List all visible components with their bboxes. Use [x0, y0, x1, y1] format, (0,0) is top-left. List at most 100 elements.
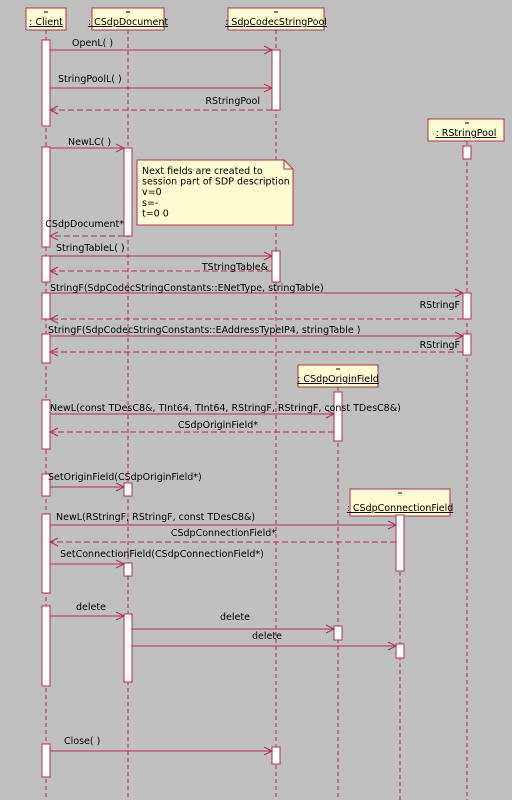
message-label: delete	[220, 612, 250, 623]
message-label: OpenL( )	[72, 38, 113, 49]
message-ret_rstringpool: RStringPool	[48, 96, 272, 115]
lifeline-label-pool: : SdpCodecStringPool	[225, 17, 327, 28]
message-ret_rstringf1: RStringF	[48, 300, 463, 324]
lifeline-label-origin: : CSdpOriginField	[297, 374, 379, 385]
lifeline-header-rsp	[427, 118, 505, 142]
message-delete1: delete	[50, 602, 126, 621]
activation-conn	[395, 643, 405, 659]
lifeline-header-conn	[349, 488, 451, 517]
lifeline-label-client: : Client	[29, 17, 63, 28]
note-line: t=0 0	[142, 208, 169, 219]
message-label: StringF(SdpCodecStringConstants::EAddres…	[48, 325, 360, 336]
activation-client	[41, 399, 51, 450]
note-fold	[283, 160, 293, 170]
message-ret_conn: CSdpConnectionField*	[48, 528, 396, 547]
arrowhead	[48, 105, 59, 115]
arrowhead	[115, 611, 126, 621]
message-close: Close( )	[50, 736, 274, 756]
lifeline-label-conn: : CSdpConnectionField	[347, 503, 454, 514]
activation-client	[41, 146, 51, 248]
message-label: delete	[76, 602, 106, 613]
message-setorigin: SetOriginField(CSdpOriginField*)	[48, 472, 202, 492]
message-label: RStringPool	[205, 96, 260, 107]
lifeline-label-doc: : CSdpDocument	[88, 17, 168, 28]
message-stringf2: StringF(SdpCodecStringConstants::EAddres…	[48, 325, 465, 341]
arrowhead	[263, 746, 274, 756]
activation-pool	[271, 250, 281, 283]
arrowhead	[48, 427, 59, 437]
arrowhead	[325, 624, 336, 634]
message-ret_origin: CSdpOriginField*	[48, 420, 334, 437]
message-label: CSdpDocument*	[45, 219, 124, 230]
message-label: StringPoolL( )	[58, 74, 122, 85]
lifeline-header-origin	[297, 364, 379, 388]
message-stringtablel: StringTableL( )	[50, 243, 274, 261]
message-label: SetConnectionField(CSdpConnectionField*)	[60, 549, 264, 560]
arrowhead	[115, 559, 126, 569]
arrowhead	[115, 143, 126, 153]
activation-origin	[333, 625, 343, 641]
activation-client	[41, 292, 51, 320]
activation-rsp	[462, 292, 472, 320]
activation-client	[41, 255, 51, 283]
activation-doc	[123, 562, 133, 577]
activation-client	[41, 39, 51, 127]
arrowhead	[387, 641, 398, 651]
arrowhead	[115, 482, 126, 492]
arrowhead	[263, 45, 274, 55]
arrowhead	[48, 266, 59, 276]
message-delete2: delete	[132, 612, 336, 634]
message-label: TStringTable&	[201, 262, 269, 273]
message-label: RStringF	[420, 300, 460, 311]
message-label: delete	[252, 631, 282, 642]
activation-doc	[123, 482, 133, 497]
message-label: NewL(const TDesC8&, TInt64, TInt64, RStr…	[50, 403, 401, 414]
activation-conn	[395, 514, 405, 572]
message-newl_conn: NewL(RStringF, RStringF, const TDesC8&)	[50, 512, 398, 530]
activation-rsp	[462, 145, 472, 160]
message-ret_tstringtable: TStringTable&	[48, 262, 272, 276]
arrowhead	[387, 520, 398, 530]
message-newl_origin: NewL(const TDesC8&, TInt64, TInt64, RStr…	[50, 403, 401, 419]
message-label: StringTableL( )	[56, 243, 125, 254]
arrowhead	[48, 537, 59, 547]
arrowhead	[454, 288, 465, 298]
message-label: SetOriginField(CSdpOriginField*)	[48, 472, 202, 483]
activation-pool	[271, 49, 281, 111]
activation-pool	[271, 746, 281, 765]
lifeline-header-client	[25, 7, 67, 31]
activation-client	[41, 743, 51, 778]
lifeline-label-rsp: : RStringPool	[436, 128, 497, 139]
message-stringpooll: StringPoolL( )	[50, 74, 274, 93]
message-ret_csdpdocument: CSdpDocument*	[45, 219, 124, 241]
arrowhead	[454, 331, 465, 341]
arrowhead	[48, 314, 59, 324]
arrowhead	[48, 347, 59, 357]
activation-rsp	[462, 333, 472, 356]
activation-client	[41, 473, 51, 497]
lifeline-header-pool	[227, 7, 325, 31]
message-delete3: delete	[132, 631, 398, 651]
activation-doc	[123, 613, 133, 683]
message-stringf1: StringF(SdpCodecStringConstants::ENetTyp…	[50, 283, 465, 298]
lifeline-header-doc	[91, 7, 165, 31]
message-setconn: SetConnectionField(CSdpConnectionField*)	[50, 549, 264, 569]
message-label: StringF(SdpCodecStringConstants::ENetTyp…	[50, 283, 324, 294]
activation-doc	[123, 147, 133, 237]
arrowhead	[263, 83, 274, 93]
activation-client	[41, 605, 51, 687]
note-line: s=-	[142, 198, 158, 209]
arrowhead	[325, 409, 336, 419]
activation-origin	[333, 391, 343, 442]
message-label: CSdpConnectionField*	[171, 528, 276, 539]
arrowhead	[48, 231, 59, 241]
note-line: session part of SDP description	[142, 177, 290, 188]
activation-client	[41, 513, 51, 594]
message-label: RStringF	[420, 340, 460, 351]
message-newlc: NewLC( )	[50, 137, 126, 153]
message-label: NewLC( )	[68, 137, 111, 148]
activation-client	[41, 333, 51, 364]
